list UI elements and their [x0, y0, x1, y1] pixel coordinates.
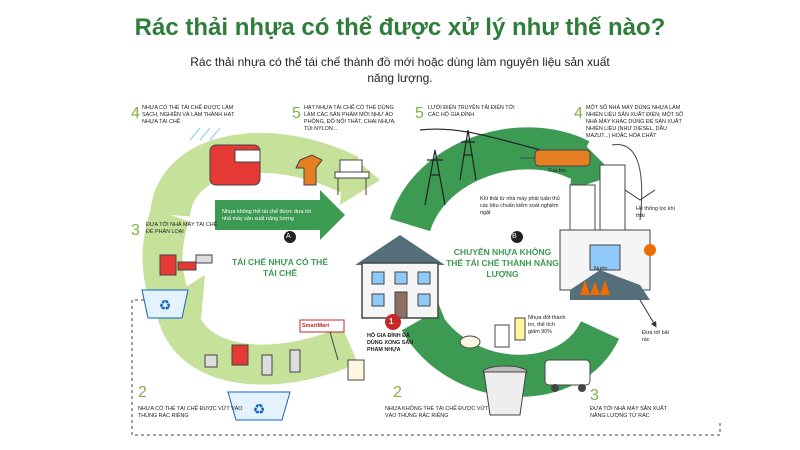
products-illustration — [295, 154, 370, 195]
household-badge-number: 1 — [389, 317, 394, 326]
dashed-flow-line — [131, 299, 721, 436]
ash-label: Đưa tới bãi rác — [642, 330, 669, 343]
left-step-5-number: 5 — [292, 105, 301, 122]
filter-flame-icon — [644, 244, 656, 256]
left-step-4-number: 4 — [131, 105, 140, 122]
marker-a: A — [286, 233, 291, 240]
arrow-a-note: Nhựa không thể tái chế được đưa tới nhà … — [222, 209, 312, 222]
right-step-5-text: LƯỚI ĐIỆN TRUYỀN TẢI ĐIỆN TỚI CÁC HỘ GIA… — [428, 105, 515, 118]
right-step-4-number: 4 — [574, 105, 583, 122]
left-step-2-text: NHỰA CÓ THỂ TÁI CHẾ ĐƯỢC VỨT VÀO THÙNG R… — [138, 406, 243, 419]
power-plant — [559, 144, 656, 300]
page-title: Rác thải nhựa có thể được xử lý như thế … — [134, 14, 666, 41]
burn-label: Nhựa đốt thành tro, thể tích giảm 90% — [528, 315, 566, 335]
left-cycle-heading: TÁI CHẾ NHỰA CÓ THỂ TÁI CHẾ — [232, 257, 328, 278]
left-step-3-text: ĐƯA TỚI NHÀ MÁY TÁI CHẾ ĐỂ PHÂN LOẠI — [146, 222, 218, 235]
recycle-bin-top: ♻ — [141, 289, 189, 319]
right-step-3-text: ĐƯA TỚI NHÀ MÁY SẢN XUẤT NĂNG LƯỢNG TỪ R… — [590, 406, 667, 419]
recycling-machine — [189, 127, 261, 186]
household-badge — [385, 314, 401, 330]
right-step-4-text: MỘT SỐ NHÀ MÁY DÙNG NHỰA LÀM NHIÊN LIỆU … — [586, 105, 684, 139]
store-sign-text: SmartMart — [302, 323, 330, 329]
arrow-b-note: Khí thải từ nhà máy phải tuân thủ các ti… — [480, 196, 560, 216]
filter-label: Hệ thống lọc khí thải — [636, 206, 675, 219]
bottles-illustration — [159, 254, 213, 276]
right-step-5-number: 5 — [415, 105, 424, 122]
store-sign — [299, 319, 345, 361]
thrown-items — [204, 344, 301, 376]
marker-b-circle — [511, 231, 523, 243]
household-text: HỘ GIA ĐÌNH ĐÃ DÙNG XONG SẢN PHẨM NHỰA — [367, 333, 414, 353]
arrow-a — [215, 190, 345, 243]
right-step-2-number: 2 — [393, 384, 402, 401]
turbine-label: Tua bin — [548, 168, 566, 174]
right-step-3-number: 3 — [590, 387, 599, 404]
garbage-items — [459, 317, 526, 349]
waste-bin — [482, 365, 528, 416]
left-step-3-number: 3 — [131, 222, 140, 239]
water-label: Nước — [594, 266, 608, 272]
recycle-bin-bottom: ♻ — [227, 391, 291, 421]
svg-text:♻: ♻ — [159, 297, 172, 313]
right-cycle-heading: CHUYỂN NHỰA KHÔNG THỂ TÁI CHẾ THÀNH NĂNG… — [446, 247, 559, 279]
left-step-5-text: HẠT NHỰA TÁI CHẾ CÓ THỂ DÙNG LÀM CÁC SẢN… — [304, 105, 396, 132]
house-illustration — [355, 235, 445, 319]
left-step-2-number: 2 — [138, 384, 147, 401]
ash-arrow — [639, 299, 657, 328]
right-step-2-text: NHỰA KHÔNG THỂ TÁI CHẾ ĐƯỢC VỨT VÀO THÙN… — [385, 406, 489, 419]
turbine — [520, 149, 591, 167]
left-step-4-text: NHỰA CÓ THỂ TÁI CHẾ ĐƯỢC LÀM SẠCH, NGHIỀ… — [142, 105, 235, 125]
garbage-truck — [544, 359, 591, 392]
grocery-bag — [347, 359, 365, 381]
svg-text:♻: ♻ — [253, 401, 266, 417]
marker-b: B — [512, 233, 517, 240]
page-subtitle: Rác thải nhựa có thể tái chế thành đồ mớ… — [190, 55, 610, 85]
